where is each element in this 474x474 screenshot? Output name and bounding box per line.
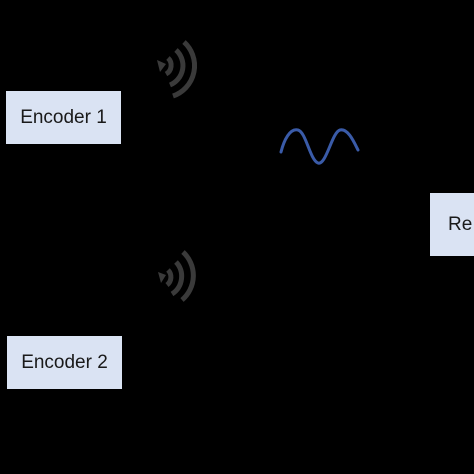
receiver-label: Re bbox=[448, 213, 473, 235]
receiver-box: Re bbox=[430, 193, 474, 256]
wireless-signal-icon bbox=[158, 250, 196, 302]
encoder-2-box: Encoder 2 bbox=[7, 336, 122, 389]
wireless-signal-icon bbox=[157, 40, 198, 99]
encoder-1-box: Encoder 1 bbox=[6, 91, 121, 144]
encoder-1-label: Encoder 1 bbox=[20, 106, 107, 128]
encoder-2-label: Encoder 2 bbox=[21, 351, 108, 373]
sine-wave-icon bbox=[279, 128, 360, 165]
